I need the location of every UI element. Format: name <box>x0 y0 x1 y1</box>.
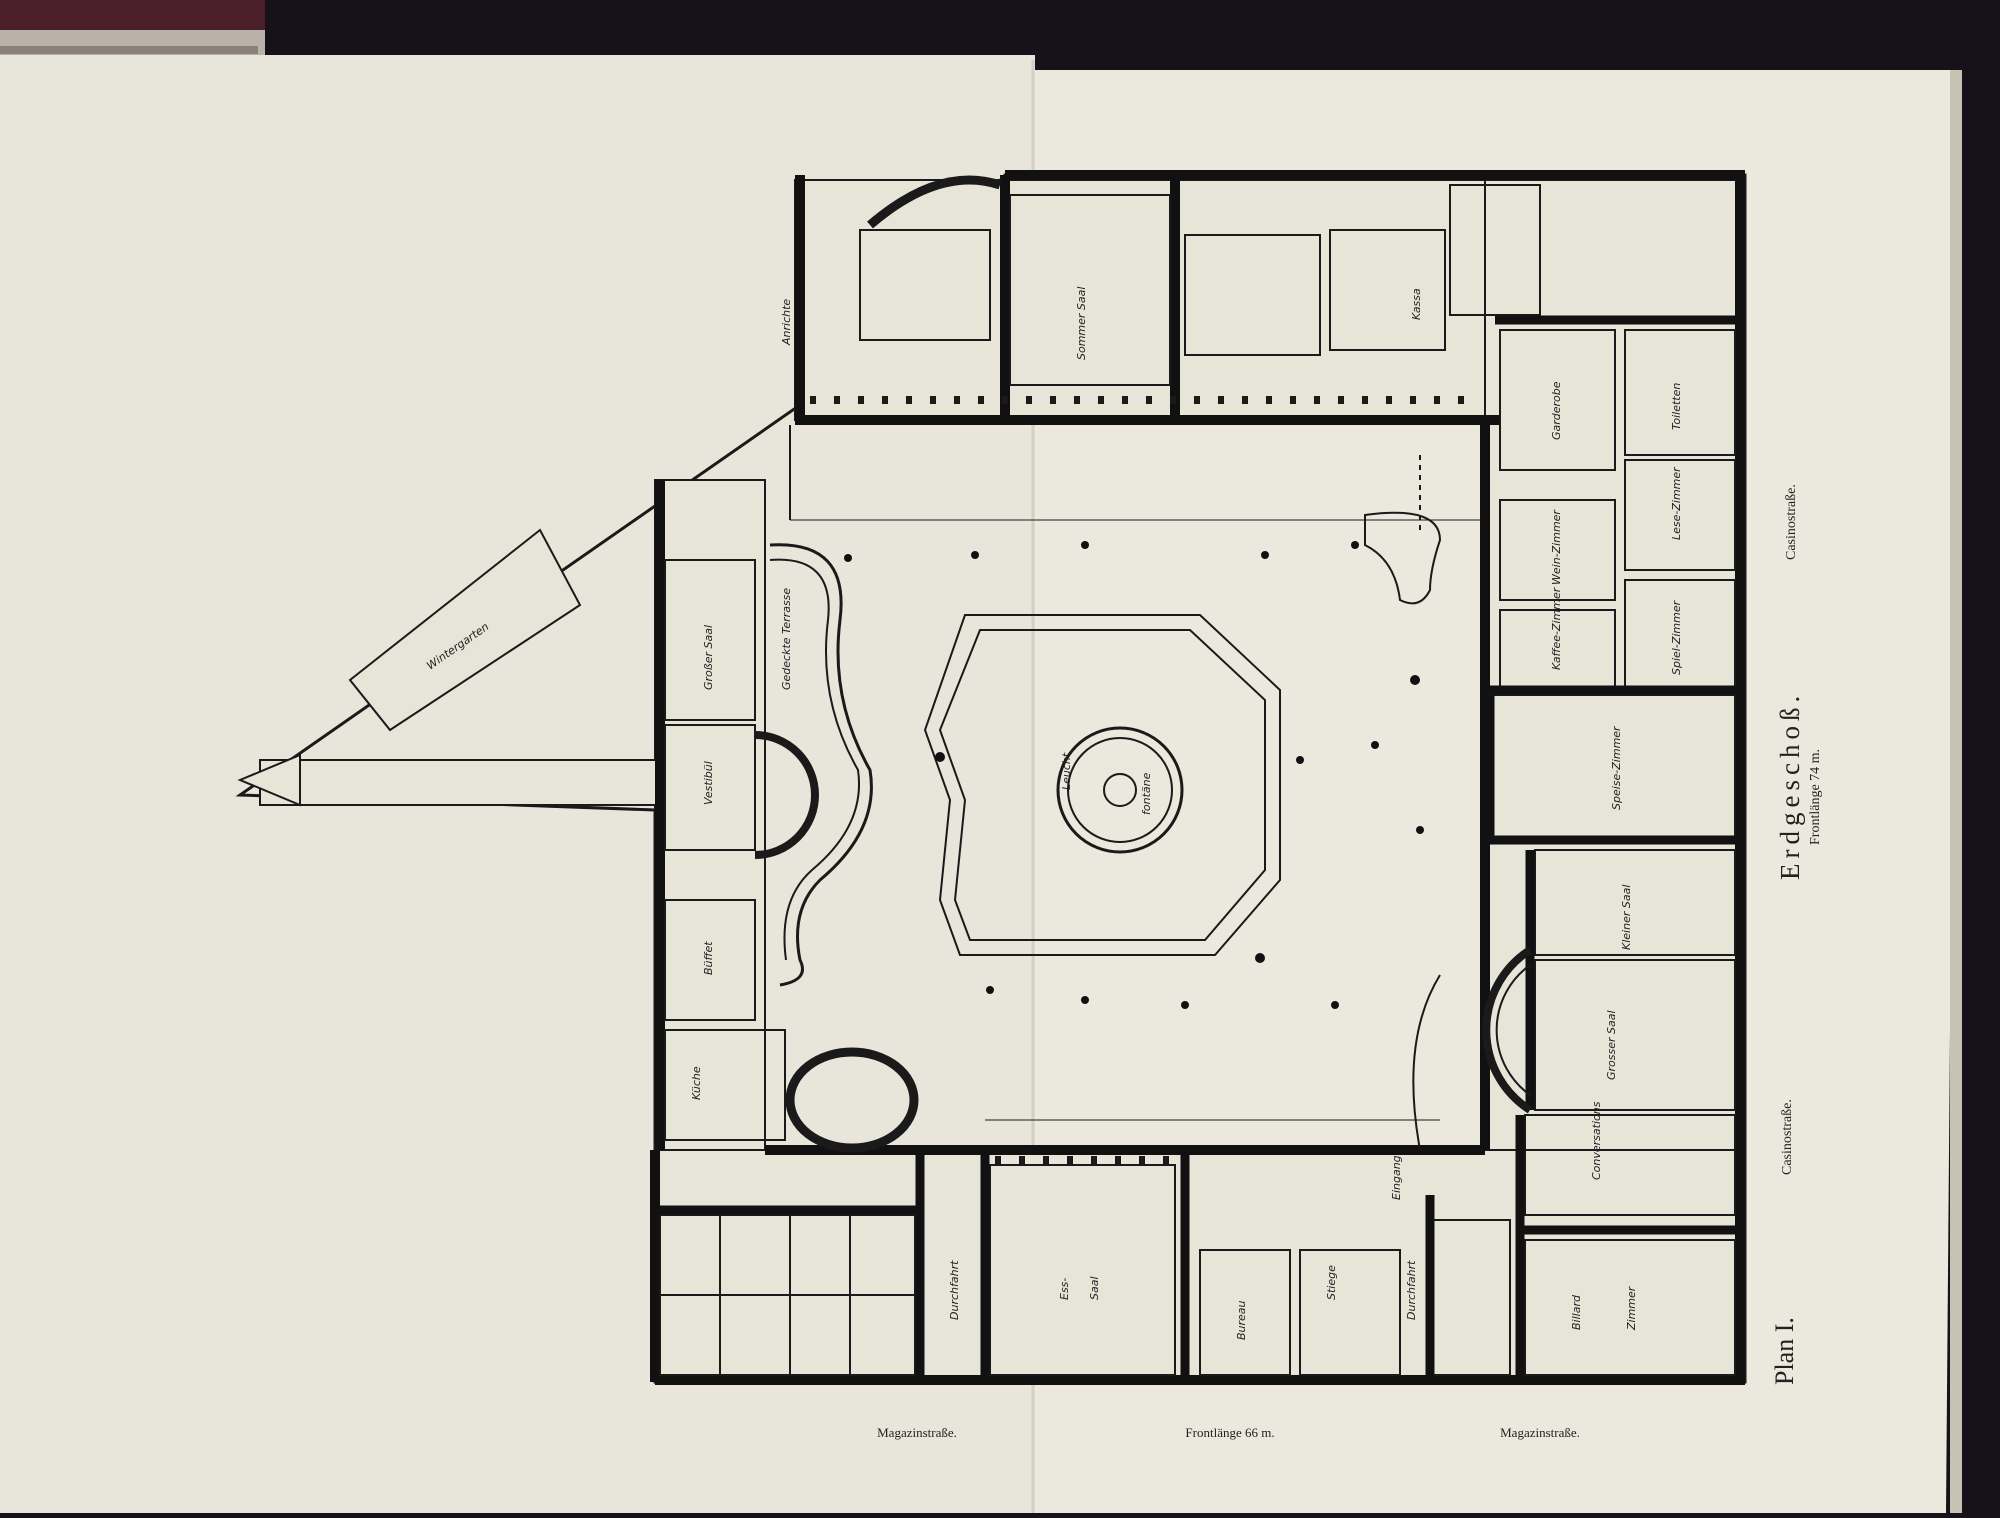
entree-label: Eingang <box>1390 1155 1403 1200</box>
esssaal-label-1: Ess- <box>1058 1278 1071 1300</box>
courtyard-curve-drive <box>1412 974 1441 1151</box>
billard-label-1: Billard <box>1570 1294 1583 1330</box>
west-apse <box>754 731 819 859</box>
durchfahrt-label-2: Durchfahrt <box>1405 1260 1418 1320</box>
street-casino-bottom: Casinostraße. <box>1780 1099 1795 1175</box>
billard-label-2: Zimmer <box>1625 1285 1638 1331</box>
west-terrace-curve-inner <box>769 558 860 961</box>
street-magazin-left: Magazinstraße. <box>877 1425 957 1440</box>
vestibuel-label: Vestibül <box>702 761 715 805</box>
fountain-inner <box>1067 737 1173 843</box>
street-magazin-right: Magazinstraße. <box>1500 1425 1580 1440</box>
weinzimmer-label: Wein-Zimmer <box>1550 509 1563 585</box>
garden-wing <box>348 528 582 732</box>
courtyard-path <box>923 614 1281 956</box>
buffet-label: Büffet <box>702 941 715 975</box>
room-outline <box>1449 184 1541 316</box>
fountain-basin <box>1103 773 1137 807</box>
west-oval-room <box>785 1047 919 1153</box>
buero-label: Bureau <box>1235 1300 1248 1340</box>
fountain-label-1: Leucht <box>1060 752 1073 790</box>
west-terrace-curve <box>769 543 873 987</box>
sommer-saal-label: Sommer Saal <box>1075 287 1088 360</box>
durchfahrt-label-1: Durchfahrt <box>948 1260 961 1320</box>
page-stack-edge-2 <box>0 46 258 54</box>
west-wing <box>654 479 766 1151</box>
speise-label: Speise-Zimmer <box>1610 725 1623 810</box>
tip <box>237 753 301 807</box>
plan-number: Plan I. <box>1770 1317 1799 1385</box>
east-rotunda <box>1482 946 1533 1114</box>
anrichte-label: Anrichte <box>780 299 793 346</box>
stiege-label: Stiege <box>1325 1265 1338 1300</box>
room-outline <box>1184 234 1321 356</box>
room-outline <box>859 229 991 341</box>
corridor-wing <box>259 759 666 806</box>
fountain-label-2: fontäne <box>1140 772 1153 815</box>
room-outline <box>1329 229 1446 351</box>
garderobe-label: Garderobe <box>1550 381 1563 440</box>
toiletten-label: Toiletten <box>1670 383 1683 430</box>
esssaal-label-2: Saal <box>1088 1276 1101 1300</box>
spielzimmer-label: Spiel-Zimmer <box>1670 599 1683 675</box>
frontage-bottom-label: Frontlänge 66 m. <box>1185 1425 1275 1440</box>
conversation-label: Conversations <box>1590 1101 1603 1180</box>
east-rotunda-inner <box>1495 964 1531 1096</box>
lesezimmer-label: Lese-Zimmer <box>1670 466 1683 540</box>
kaffee-label: Kaffee-Zimmer <box>1550 586 1563 670</box>
courtyard-kidney <box>1364 511 1442 605</box>
frontage-side-label: Frontlänge 74 m. <box>1808 748 1823 845</box>
south-rooms <box>659 1164 1511 1376</box>
grosser-saal-right-label: Grosser Saal <box>1605 1010 1618 1080</box>
north-curve <box>867 175 1002 229</box>
courtyard-path-inner <box>938 629 1266 941</box>
courtyard-dots <box>844 541 1424 1009</box>
great-hall-label: Großer Saal <box>702 625 715 690</box>
fountain-outer <box>1056 726 1184 854</box>
page-edge-shadow <box>1950 70 1962 1513</box>
kassa-label: Kassa <box>1410 288 1423 320</box>
kleiner-saal-label: Kleiner Saal <box>1620 885 1633 950</box>
room-outline <box>1009 194 1171 386</box>
kueche-label: Küche <box>690 1066 703 1100</box>
plan-title: Erdgeschoß. <box>1775 690 1805 880</box>
west-rooms <box>664 559 786 1141</box>
terrace-label: Gedeckte Terrasse <box>780 588 793 690</box>
street-casino-top: Casinostraße. <box>1784 484 1799 560</box>
